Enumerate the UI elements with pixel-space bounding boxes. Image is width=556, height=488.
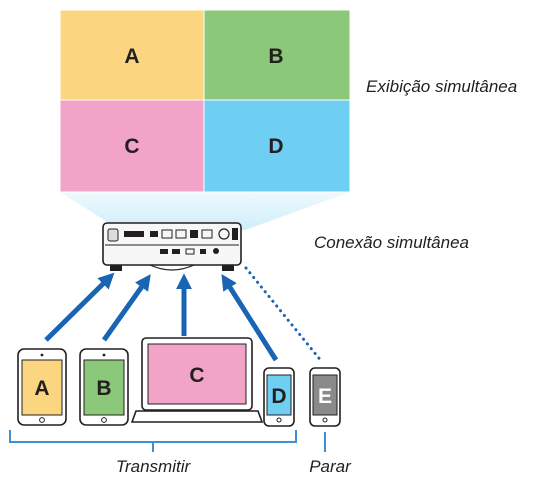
stop-label: Parar bbox=[309, 457, 352, 476]
device-d-phone-icon: D bbox=[263, 367, 295, 427]
device-b-letter: B bbox=[96, 377, 111, 400]
transmit-arrows bbox=[44, 266, 324, 364]
projector-icon bbox=[102, 222, 242, 271]
projection-beam bbox=[60, 192, 350, 230]
quadrant-a-letter: A bbox=[124, 45, 139, 68]
quadrant-b-letter: B bbox=[268, 45, 283, 68]
device-e-phone-icon: E bbox=[309, 367, 341, 427]
dotted-link-e bbox=[244, 266, 324, 364]
quadrant-d-letter: D bbox=[268, 135, 283, 158]
projection-screen: A B C D bbox=[59, 9, 351, 193]
device-c-laptop-icon: C bbox=[130, 337, 264, 423]
device-d-letter: D bbox=[271, 385, 286, 408]
arrow-a bbox=[44, 272, 115, 342]
transmit-bracket bbox=[9, 430, 297, 452]
device-e-letter: E bbox=[318, 385, 332, 408]
device-b-tablet-icon: B bbox=[79, 348, 129, 426]
simultaneous-display-label: Exibição simultânea bbox=[366, 77, 517, 96]
arrow-d bbox=[221, 273, 279, 362]
device-c-letter: C bbox=[189, 364, 204, 387]
screen-quadrant-a: A bbox=[59, 9, 205, 101]
arrow-b bbox=[101, 274, 151, 342]
screen-quadrant-d: D bbox=[203, 99, 351, 193]
quadrant-c-letter: C bbox=[124, 135, 139, 158]
device-a-tablet-icon: A bbox=[17, 348, 67, 426]
device-a-letter: A bbox=[34, 377, 49, 400]
screen-quadrant-c: C bbox=[59, 99, 205, 193]
transmit-label: Transmitir bbox=[116, 457, 192, 476]
simultaneous-connection-label: Conexão simultânea bbox=[314, 233, 469, 252]
screen-quadrant-b: B bbox=[203, 9, 351, 101]
